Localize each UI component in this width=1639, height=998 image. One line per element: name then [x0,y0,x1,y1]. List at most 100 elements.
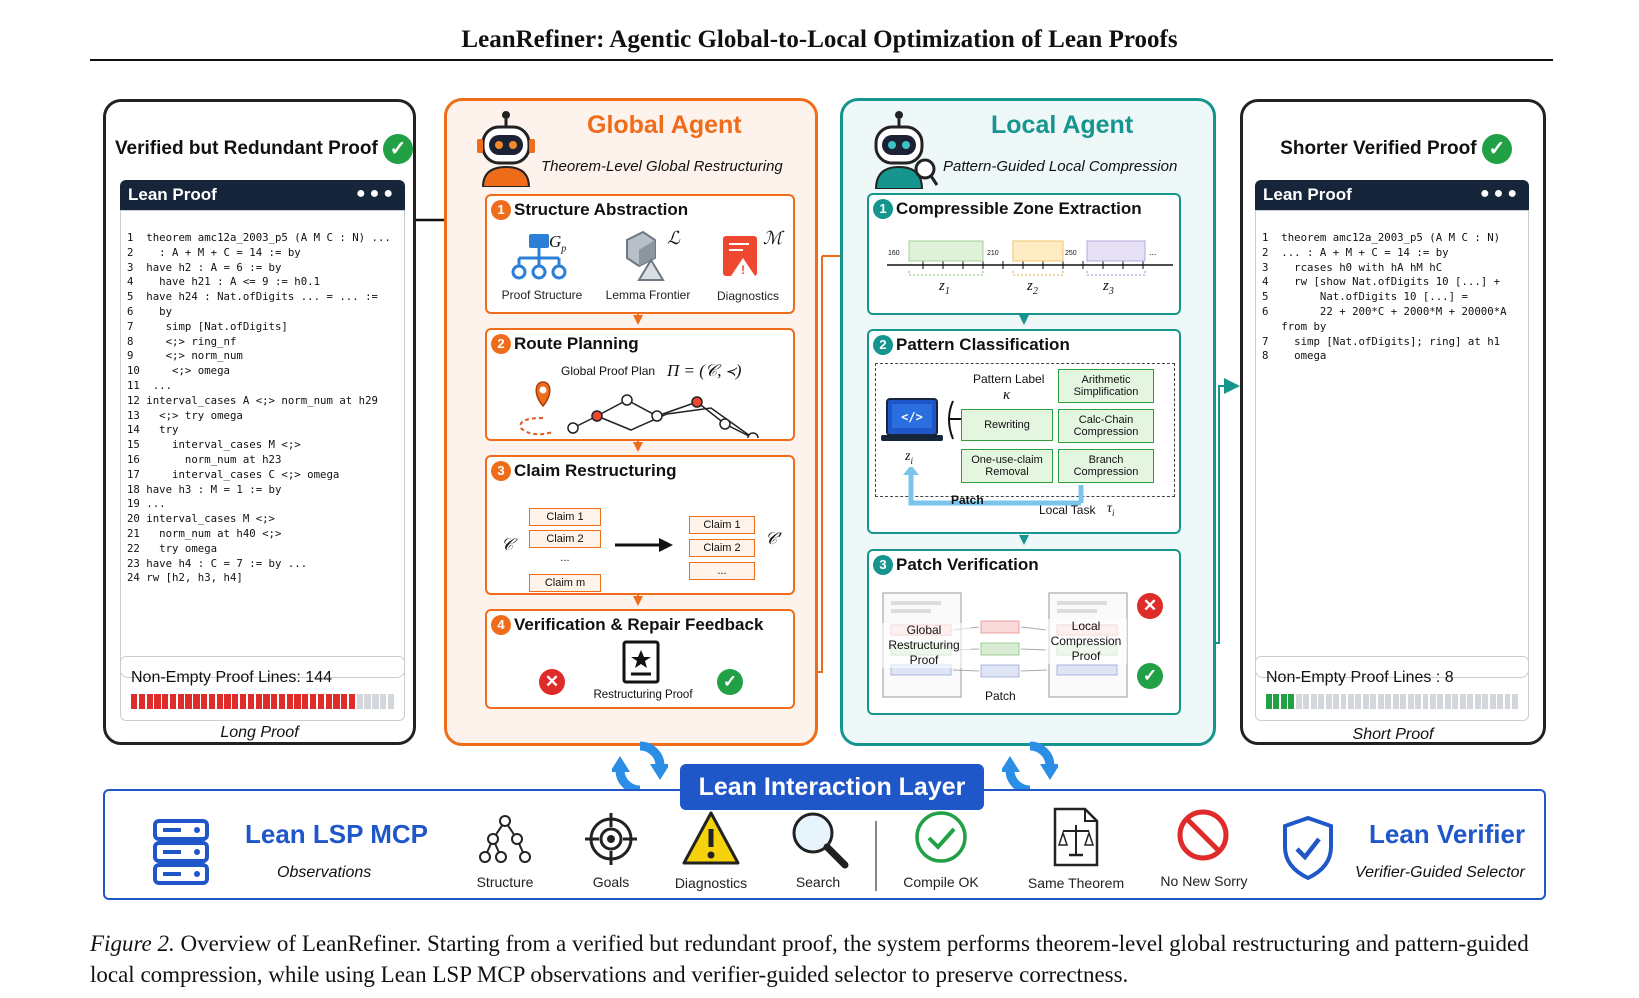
progress-segment [263,694,270,709]
pattern-classification-title: Pattern Classification [896,335,1070,354]
local-agent-panel: Local Agent Pattern-Guided Local Compres… [840,98,1216,746]
progress-segment [1407,694,1414,709]
claim-box: Claim 2 [689,539,755,557]
global-restructuring-proof-label: Global Restructuring Proof [877,623,971,668]
progress-segment [333,694,340,709]
progress-segment [1474,694,1481,709]
code-line: 3 rcases h0 with hA hM hC [1262,260,1443,274]
divider [875,821,877,891]
progress-segment [1497,694,1503,709]
zone-extraction-title: Compressible Zone Extraction [896,199,1142,218]
laptop-code-icon: </> [881,398,965,441]
calc-chain-box: Calc-Chain Compression [1058,409,1154,443]
code-line: 9 <;> norm_num [127,349,243,363]
plan-label: Global Proof Plan [561,364,656,378]
progress-segment [1333,694,1340,709]
left-code-body: 1 theorem amc12a_2003_p5 (A M C : N) ...… [120,210,405,678]
pattern-label: Pattern Label [973,372,1045,386]
magnifier-icon [914,158,936,180]
sync-icon [612,741,668,795]
progress-segment [1400,694,1407,709]
progress-segment [1392,694,1399,709]
progress-segment [154,694,161,709]
symbol-m: ℳ [763,228,783,248]
claims-set-symbol: 𝒞 [501,535,514,554]
code-line: 20 interval_cases M <;> [127,512,275,526]
code-line: 8 omega [1262,349,1327,363]
progress-segment [216,694,223,709]
robot-icon [874,111,939,189]
no-entry-icon [1177,809,1229,861]
patch-flow-arrows [903,467,1084,506]
progress-segment [138,694,146,709]
warning-icon [682,811,740,865]
cube-icon [626,230,665,281]
tool-label-search: Search [795,874,841,890]
progress-segment [1310,694,1317,709]
code-line: 16 norm_num at h23 [127,452,282,466]
code-line: 5 have h24 : Nat.ofDigits ... = ... := [127,290,378,304]
diagnostics-label: Diagnostics [716,289,780,303]
verifier-title: Lean Verifier [1369,819,1526,849]
code-line: 4 rw [show Nat.ofDigits 10 [...] + [1262,275,1501,289]
local-step-arrows [1019,315,1029,545]
zone-label: z [1103,278,1109,294]
right-arrow-icon [615,538,673,552]
map-pin-icon [535,381,551,408]
progress-segment [348,694,356,709]
progress-segment [1422,694,1429,709]
patch-caption: Patch [985,689,1016,703]
progress-segment [1467,694,1474,709]
magnifier-icon [792,812,849,869]
global-agent-panel: Global Agent Theorem-Level Global Restru… [444,98,818,746]
code-line: from by [1262,319,1327,333]
check-icon: ✓ [1481,134,1512,164]
progress-segment [387,694,395,709]
progress-segment [372,694,379,709]
step-number-badge: 3 [873,555,893,575]
right-code-body: 1 theorem amc12a_2003_p5 (A M C : N)2 ..… [1255,210,1529,678]
interaction-layer-title: Lean Interaction Layer [680,764,984,810]
progress-segment [1303,694,1310,709]
progress-segment [1370,694,1377,709]
claim-box: ... [689,562,755,580]
branch-compression-box: Branch Compression [1058,449,1154,483]
tool-label-structure: Structure [476,874,534,890]
progress-segment [278,694,286,709]
progress-segment [356,694,363,709]
left-progress-bar [131,694,395,709]
local-compression-proof-label: Local Compression Proof [1045,619,1127,664]
tool-label-diagnostics: Diagnostics [674,875,748,891]
tau-symbol: τ [1107,501,1113,516]
step-number-badge: 4 [491,615,511,635]
tool-label-same-theorem: Same Theorem [1027,875,1125,891]
window-dots-icon: ●●● [1480,185,1521,202]
step-number-badge: 2 [873,335,893,355]
left-panel-title: Verified but Redundant Proof [114,138,378,160]
progress-segment [1415,694,1422,709]
global-step-arrows [633,314,643,606]
progress-segment [255,694,262,709]
code-line: 12 interval_cases A <;> norm_num at h29 [127,393,378,407]
progress-segment [1295,694,1302,709]
code-header: Lean Proof●●● [120,180,405,210]
progress-segment [162,694,169,709]
code-line: 6 22 + 200*C + 2000*M + 20000*A [1262,304,1507,318]
rewriting-box: Rewriting [961,409,1053,441]
code-line: 6 by [127,304,173,318]
plan-formula: Π = (𝒞, ≺) [667,361,742,380]
progress-segment [1377,694,1384,709]
caption-lead: Figure 2. [90,931,175,956]
progress-segment [1273,694,1280,709]
code-line: 21 norm_num at h40 <;> [127,526,282,540]
progress-segment [1266,694,1272,709]
kappa-symbol: κ [1003,387,1011,403]
code-line: 17 interval_cases C <;> omega [127,467,340,481]
lemma-frontier-label: Lemma Frontier [605,288,691,302]
shield-icon [1283,815,1333,881]
progress-segment [271,694,278,709]
code-line: 1 theorem amc12a_2003_p5 (A M C : N) ... [127,231,391,244]
right-caption: Short Proof [1352,726,1434,743]
tool-label-goals: Goals [592,874,630,890]
